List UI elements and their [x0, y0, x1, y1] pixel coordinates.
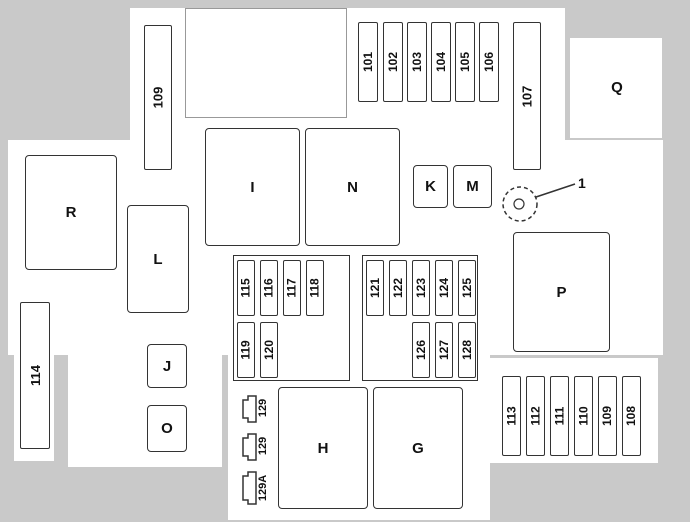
fuse-105: 105: [455, 22, 475, 102]
fuse-label: 109: [150, 86, 166, 109]
fuse-101: 101: [358, 22, 378, 102]
fuse-116: 116: [260, 260, 278, 316]
fuse-114: 114: [20, 302, 50, 449]
relay-o: O: [147, 405, 187, 452]
mini-fuse-label: 129: [257, 436, 270, 456]
fuse-110: 110: [574, 376, 593, 456]
relay-p: P: [513, 232, 610, 352]
fuse-label: 106: [482, 51, 496, 73]
fuse-label: 127: [437, 339, 451, 361]
fuse-109-left: 109: [144, 25, 172, 170]
fuse-label: 105: [458, 51, 472, 73]
relay-q: Q: [572, 38, 662, 136]
fuse-109-right: 109: [598, 376, 617, 456]
fuse-label: 102: [386, 51, 400, 73]
fuse-label: 117: [285, 278, 300, 298]
mini-fuse-129a: 129A: [238, 468, 276, 508]
relay-g: G: [373, 387, 463, 509]
fuse-label: 115: [239, 278, 254, 298]
mini-fuse-icon: [242, 395, 257, 423]
fuse-label: 108: [624, 405, 639, 427]
fuse-108: 108: [622, 376, 641, 456]
fuse-label: 111: [552, 406, 567, 426]
fuse-label: 124: [437, 277, 451, 299]
fuse-label: 118: [308, 278, 323, 298]
relay-i: I: [205, 128, 300, 246]
callout-label: 1: [578, 175, 586, 191]
mini-fuse-129-b: 129: [238, 430, 276, 464]
fuse-122: 122: [389, 260, 407, 316]
fuse-111: 111: [550, 376, 569, 456]
fuse-label: 120: [262, 339, 276, 361]
fuse-127: 127: [435, 322, 453, 378]
mini-fuse-icon: [242, 471, 257, 505]
fuse-106: 106: [479, 22, 499, 102]
relay-j: J: [147, 344, 187, 388]
fuse-label: 103: [410, 51, 424, 73]
mini-fuse-icon: [242, 433, 257, 461]
fuse-label: 101: [361, 51, 375, 73]
fuse-104: 104: [431, 22, 451, 102]
fuse-120: 120: [260, 322, 278, 378]
fuse-label: 107: [519, 85, 535, 107]
fuse-label: 110: [576, 406, 591, 426]
fuse-label: 123: [414, 277, 428, 299]
fuse-124: 124: [435, 260, 453, 316]
fuse-112: 112: [526, 376, 545, 456]
fuse-label: 128: [460, 339, 474, 361]
fuse-label: 122: [391, 277, 405, 299]
relay-h: H: [278, 387, 368, 509]
fuse-115: 115: [237, 260, 255, 316]
fuse-label: 104: [434, 51, 448, 73]
fuse-128: 128: [458, 322, 476, 378]
fuse-label: 116: [262, 278, 277, 298]
fuse-118: 118: [306, 260, 324, 316]
fuse-117: 117: [283, 260, 301, 316]
fuse-label: 114: [27, 365, 43, 386]
fuse-126: 126: [412, 322, 430, 378]
mini-fuse-label: 129: [257, 398, 270, 418]
fuse-121: 121: [366, 260, 384, 316]
fuse-107: 107: [513, 22, 541, 170]
relay-m: M: [453, 165, 492, 208]
relay-k: K: [413, 165, 448, 208]
fuse-label: 125: [460, 277, 474, 299]
fuse-123: 123: [412, 260, 430, 316]
mini-fuse-label: 129A: [257, 474, 270, 502]
mini-fuse-129-a: 129: [238, 392, 276, 426]
fuse-label: 109: [600, 405, 615, 427]
relay-n: N: [305, 128, 400, 246]
fuse-label: 119: [239, 340, 254, 360]
fuse-label: 126: [414, 339, 428, 361]
fuse-119: 119: [237, 322, 255, 378]
top-blank-block: [185, 8, 347, 118]
fuse-102: 102: [383, 22, 403, 102]
fuse-103: 103: [407, 22, 427, 102]
relay-r: R: [25, 155, 117, 270]
fuse-label: 121: [368, 277, 382, 299]
relay-l: L: [127, 205, 189, 313]
fuse-125: 125: [458, 260, 476, 316]
fuse-113: 113: [502, 376, 521, 456]
fuse-label: 113: [504, 406, 519, 426]
fuse-label: 112: [528, 406, 543, 426]
